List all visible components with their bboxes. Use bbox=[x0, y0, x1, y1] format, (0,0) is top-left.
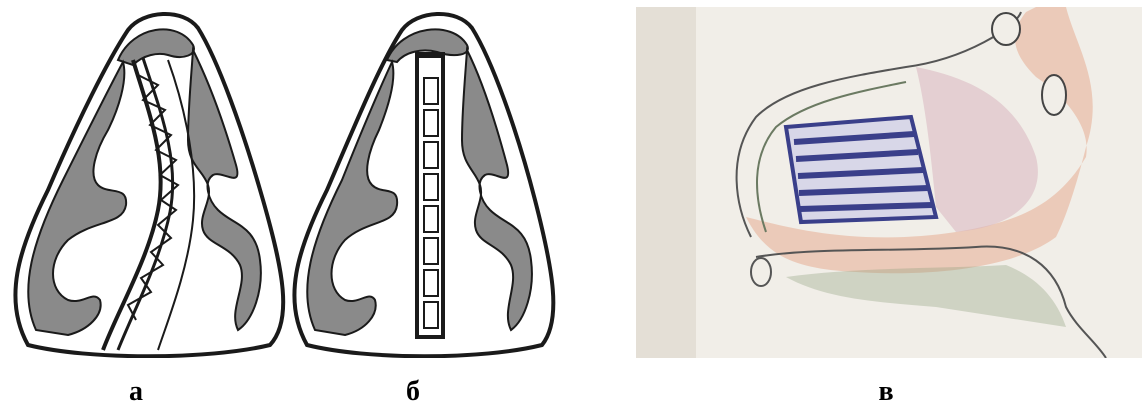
caption-a: а bbox=[116, 376, 156, 408]
drawing-panel-b bbox=[287, 0, 557, 358]
drawing-panel-a bbox=[8, 0, 286, 358]
caption-c: в bbox=[866, 376, 906, 408]
nose-cross-section-deviated-icon bbox=[8, 0, 286, 358]
sinus-upper bbox=[992, 13, 1020, 45]
drawing-panel-c bbox=[636, 7, 1142, 358]
sinus-lower bbox=[1042, 75, 1066, 115]
septum-straight bbox=[417, 55, 443, 337]
nose-cross-section-straight-icon bbox=[287, 0, 557, 358]
caption-b: б bbox=[393, 376, 433, 408]
nasal-septum-sketch-icon bbox=[636, 7, 1142, 358]
